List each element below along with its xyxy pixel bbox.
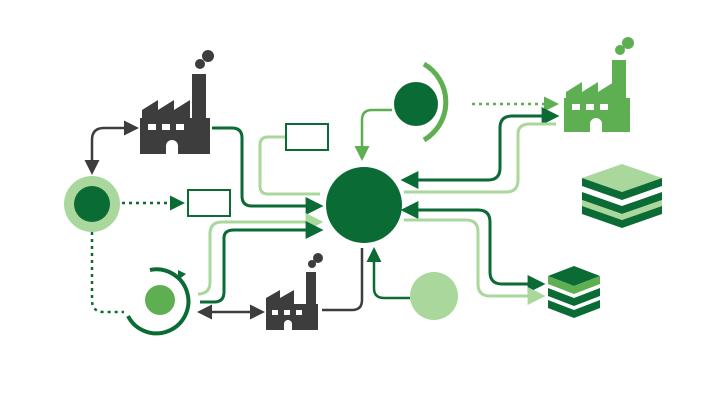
factory-dark-bottom-icon <box>266 253 323 330</box>
connector-box-upper-to-hub <box>258 135 320 196</box>
connector-cycle-to-hub-dark <box>200 221 324 304</box>
connector-hub-to-stack-light <box>404 218 546 305</box>
connector-partial-ring-to-hub <box>354 108 392 161</box>
outlined-box-left <box>187 189 231 217</box>
factory-green-icon <box>564 37 634 132</box>
connectors <box>84 96 560 320</box>
connector-ring-to-cycle <box>90 232 124 314</box>
ringed-circle-left-icon <box>64 176 120 232</box>
partial-ring-circle-icon <box>394 61 449 143</box>
hub-circle-icon <box>326 167 402 243</box>
source-circle-light-icon <box>410 272 458 320</box>
factory-dark-top-icon <box>140 50 214 154</box>
outlined-box-upper <box>285 123 329 151</box>
cycle-circle-icon <box>126 267 191 336</box>
connector-source-to-hub <box>366 247 410 300</box>
connector-ring-to-top-factory <box>84 120 139 175</box>
connector-hub-to-stack-dark <box>400 201 546 293</box>
connector-hub-to-green-factory-light <box>404 122 556 194</box>
layer-stack-light-icon <box>582 164 662 228</box>
connector-hub-to-green-factory-dark <box>400 107 560 189</box>
connector-hub-to-cycle-light <box>197 213 324 296</box>
connector-bottom-factory-to-hub <box>322 248 364 312</box>
layer-stack-dark-icon <box>548 266 600 318</box>
connector-top-factory-to-hub <box>212 126 324 215</box>
